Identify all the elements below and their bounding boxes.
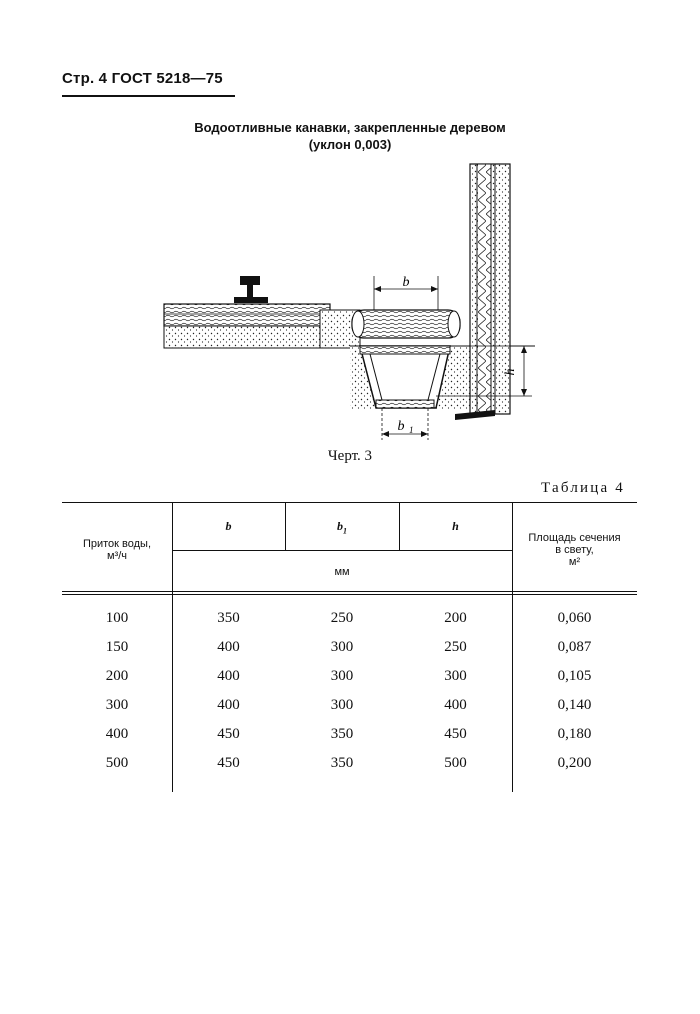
header-area-unit: м² xyxy=(568,556,581,568)
header-rule xyxy=(62,95,235,97)
header-b1-subscript: 1 xyxy=(343,526,347,536)
cell-b: 350 xyxy=(217,610,240,626)
cell-h: 300 xyxy=(444,668,467,684)
cell-inflow: 100 xyxy=(105,610,129,626)
cell-b: 400 xyxy=(217,697,240,713)
cell-h: 450 xyxy=(444,726,467,742)
table-row: 200 400 300 300 0,105 xyxy=(62,662,637,691)
cell-h: 400 xyxy=(444,697,467,713)
table-label: Таблица 4 xyxy=(541,480,625,496)
header-inflow: Приток воды, м³/ч xyxy=(62,538,172,562)
dimension-b1-subscript: 1 xyxy=(409,425,414,435)
header-h: h xyxy=(452,519,459,533)
cell-area: 0,087 xyxy=(557,639,592,655)
table-body: 100 350 250 200 0,060 150 400 300 250 0,… xyxy=(62,604,637,778)
header-area-line2: в свету, xyxy=(555,544,594,556)
col-divider-1 xyxy=(172,502,173,792)
table-top-rule xyxy=(62,502,637,503)
cell-b: 400 xyxy=(217,639,240,655)
rail-icon xyxy=(234,276,268,303)
wall-support xyxy=(455,163,511,420)
data-table: Приток воды, м³/ч b b1 h мм Площадь сече… xyxy=(62,502,637,792)
dimension-h: h xyxy=(436,345,532,397)
col-divider-3 xyxy=(399,502,400,550)
cell-b1: 300 xyxy=(330,697,354,713)
table-header-rule-2 xyxy=(62,594,637,595)
cell-h: 200 xyxy=(444,610,467,626)
figure-title: Водоотливные канавки, закрепленные дерев… xyxy=(150,119,550,153)
cell-inflow: 150 xyxy=(105,639,129,655)
header-units: мм xyxy=(334,566,350,578)
cell-b: 450 xyxy=(217,755,240,771)
header-b: b xyxy=(225,519,232,533)
cell-inflow: 500 xyxy=(105,755,129,771)
cell-area: 0,060 xyxy=(557,610,592,626)
cell-area: 0,105 xyxy=(557,668,592,684)
figure-caption: Черт. 3 xyxy=(327,448,373,464)
drainage-ditch-drawing: b b 1 h xyxy=(163,163,535,440)
col-divider-4 xyxy=(512,502,513,792)
cell-area: 0,180 xyxy=(557,726,592,742)
cell-b1: 300 xyxy=(330,668,354,684)
cell-area: 0,140 xyxy=(557,697,592,713)
cell-b1: 300 xyxy=(330,639,354,655)
dimension-b1: b 1 xyxy=(381,408,429,440)
figure-title-line1: Водоотливные канавки, закрепленные дерев… xyxy=(194,120,506,135)
wooden-trough xyxy=(359,345,451,409)
table-subheader-rule xyxy=(172,550,512,551)
col-divider-2 xyxy=(285,502,286,550)
dimension-b-label: b xyxy=(403,275,410,290)
cell-h: 500 xyxy=(444,755,467,771)
table-row: 500 450 350 500 0,200 xyxy=(62,749,637,778)
cell-inflow: 300 xyxy=(105,697,129,713)
track-bed xyxy=(163,303,331,349)
cell-area: 0,200 xyxy=(557,755,592,771)
cell-b: 400 xyxy=(217,668,240,684)
header-b1: b1 xyxy=(285,520,399,537)
table-row: 400 450 350 450 0,180 xyxy=(62,720,637,749)
table-row: 100 350 250 200 0,060 xyxy=(62,604,637,633)
cell-b1: 350 xyxy=(330,726,354,742)
header-area: Площадь сечения в свету, м² xyxy=(512,532,637,568)
cell-b1: 250 xyxy=(330,610,354,626)
table-row: 300 400 300 400 0,140 xyxy=(62,691,637,720)
cell-inflow: 200 xyxy=(105,668,129,684)
header-area-line1: Площадь сечения xyxy=(528,532,621,544)
table-row: 150 400 300 250 0,087 xyxy=(62,633,637,662)
header-inflow-label: Приток воды, xyxy=(82,538,152,550)
header-b1-label: b xyxy=(337,519,343,533)
cell-inflow: 400 xyxy=(105,726,129,742)
dimension-b1-label: b xyxy=(398,419,405,434)
dimension-b: b xyxy=(373,275,439,310)
cover-beam xyxy=(351,309,461,339)
cell-b: 450 xyxy=(217,726,240,742)
figure-title-line2: (уклон 0,003) xyxy=(308,137,392,152)
table-header-rule-1 xyxy=(62,591,637,592)
cell-b1: 350 xyxy=(330,755,354,771)
cell-h: 250 xyxy=(444,639,467,655)
page-header: Стр. 4 ГОСТ 5218—75 xyxy=(62,70,223,87)
dimension-h-label: h xyxy=(503,369,518,376)
header-inflow-unit: м³/ч xyxy=(106,550,127,562)
